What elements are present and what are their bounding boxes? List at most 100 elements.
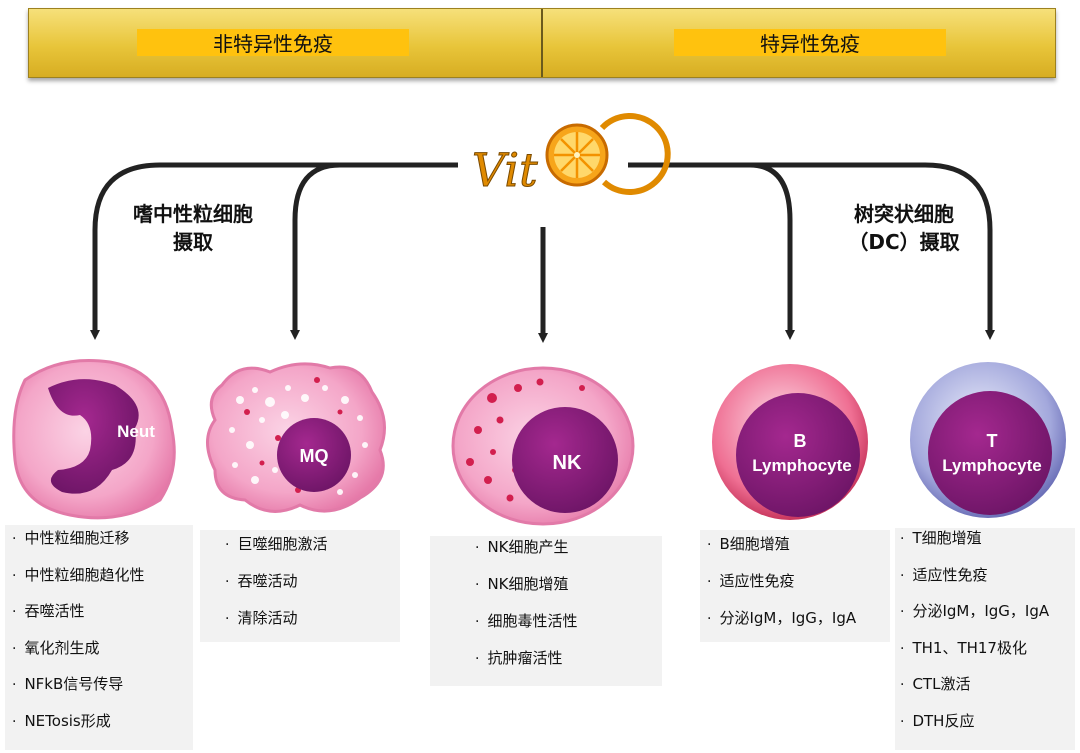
neutrophil-uptake-line2: 摄取: [173, 230, 213, 254]
mq-function-text: 清除活动: [237, 609, 298, 627]
neutrophil-uptake-label: 嗜中性粒细胞 摄取: [108, 200, 278, 258]
arrows: [90, 162, 995, 343]
vitamin-c-logo: Vit: [472, 113, 671, 198]
bullet-icon: ·: [225, 574, 230, 590]
vitamin-c-text: Vit: [472, 143, 538, 197]
neut-label: Neut: [117, 422, 155, 441]
b-lymphocyte-cell: B Lymphocyte: [712, 364, 868, 520]
b-function-text: 适应性免疫: [719, 572, 795, 590]
bullet-icon: ·: [225, 537, 230, 553]
bullet-icon: ·: [12, 640, 17, 657]
t-function-text: 分泌IgM，IgG，IgA: [912, 602, 1050, 620]
neut-function-text: NFkB信号传导: [24, 675, 124, 693]
dc-uptake-label: 树突状细胞 （DC）摄取: [830, 200, 978, 258]
b-function-item: · B细胞增殖: [707, 533, 790, 554]
neut-function-item: · NETosis形成: [12, 710, 111, 731]
t-function-text: T细胞增殖: [912, 529, 982, 547]
t-function-item: · CTL激活: [900, 673, 970, 694]
nk-cell: NK: [451, 366, 635, 526]
neut-function-text: 吞噬活性: [24, 602, 85, 620]
t-function-item: · T细胞增殖: [900, 527, 982, 548]
nk-function-list: [430, 536, 662, 686]
bullet-icon: ·: [475, 577, 480, 593]
neut-function-item: · 中性粒细胞迁移: [12, 527, 129, 548]
t-function-item: · 适应性免疫: [900, 564, 987, 585]
header-divider: [541, 9, 543, 77]
b-function-list: [700, 530, 890, 642]
bullet-icon: ·: [707, 611, 712, 627]
t-function-text: 适应性免疫: [912, 565, 988, 584]
bullet-icon: ·: [900, 531, 905, 547]
orange-slice-icon: [545, 113, 671, 195]
bullet-icon: ·: [12, 677, 17, 693]
bullet-icon: ·: [900, 677, 905, 693]
nk-label: NK: [553, 452, 582, 474]
bullet-icon: ·: [707, 537, 712, 553]
nk-function-item: · NK细胞产生: [475, 536, 569, 557]
mq-function-text: 吞噬活动: [237, 572, 298, 590]
bullet-icon: ·: [900, 640, 905, 657]
bullet-icon: ·: [475, 651, 480, 667]
adaptive-immunity-text: 特异性免疫: [760, 32, 860, 56]
neut-function-text: NETosis形成: [24, 711, 111, 730]
neut-function-list: [5, 525, 193, 750]
bullet-icon: ·: [12, 713, 17, 730]
bullet-icon: ·: [225, 611, 230, 627]
neutrophil-uptake-line1: 嗜中性粒细胞: [133, 202, 253, 226]
b-label-word: Lymphocyte: [752, 456, 852, 475]
nk-function-text: NK细胞产生: [487, 538, 569, 556]
t-function-text: CTL激活: [912, 675, 971, 693]
arrow-to-mq: [290, 162, 341, 340]
b-function-text: B细胞增殖: [719, 535, 790, 553]
neut-function-text: 中性粒细胞趋化性: [24, 565, 145, 584]
t-function-item: · 分泌IgM，IgG，IgA: [900, 600, 1049, 621]
bullet-icon: ·: [475, 540, 480, 556]
mq-function-list: [200, 530, 400, 642]
bullet-icon: ·: [12, 604, 17, 620]
mq-label: MQ: [300, 446, 329, 466]
t-function-text: TH1、TH17极化: [912, 638, 1027, 657]
neut-function-item: · 中性粒细胞趋化性: [12, 564, 144, 585]
mq-function-text: 巨噬细胞激活: [237, 535, 328, 553]
t-function-item: · TH1、TH17极化: [900, 637, 1027, 658]
neut-function-item: · 氧化剂生成: [12, 637, 99, 658]
t-label-letter: T: [987, 431, 998, 451]
mq-function-item: · 清除活动: [225, 607, 297, 628]
innate-immunity-text: 非特异性免疫: [213, 32, 333, 56]
nk-function-text: 细胞毒性活性: [487, 612, 578, 630]
innate-immunity-title: 非特异性免疫: [137, 29, 409, 56]
b-function-text: 分泌IgM，IgG，IgA: [719, 609, 857, 627]
bullet-icon: ·: [900, 567, 905, 584]
bullet-icon: ·: [707, 574, 712, 590]
dc-uptake-line2: （DC）摄取: [848, 230, 960, 254]
macrophage-cell: MQ: [206, 362, 386, 513]
t-function-list: [895, 528, 1075, 750]
neutrophil-cell: Neut: [12, 358, 176, 520]
dc-uptake-line1: 树突状细胞: [854, 202, 954, 226]
t-lymphocyte-cell: T Lymphocyte: [910, 362, 1066, 518]
b-function-item: · 适应性免疫: [707, 570, 794, 591]
nk-function-text: NK细胞增殖: [487, 575, 569, 593]
adaptive-immunity-title: 特异性免疫: [674, 29, 946, 56]
nk-function-item: · NK细胞增殖: [475, 573, 569, 594]
nk-function-text: 抗肿瘤活性: [487, 649, 563, 667]
bullet-icon: ·: [475, 614, 480, 630]
b-label-letter: B: [794, 431, 807, 451]
neut-function-text: 中性粒细胞迁移: [24, 529, 130, 547]
arrow-to-neut: [90, 162, 458, 340]
b-function-item: · 分泌IgM，IgG，IgA: [707, 607, 856, 628]
t-label-word: Lymphocyte: [942, 456, 1042, 475]
t-function-text: DTH反应: [912, 711, 975, 730]
neut-function-text: 氧化剂生成: [24, 638, 100, 657]
bullet-icon: ·: [12, 567, 17, 584]
nk-function-item: · 细胞毒性活性: [475, 610, 577, 631]
bullet-icon: ·: [900, 604, 905, 620]
mq-function-item: · 吞噬活动: [225, 570, 297, 591]
bullet-icon: ·: [900, 713, 905, 730]
nk-function-item: · 抗肿瘤活性: [475, 647, 562, 668]
arrow-to-t: [750, 162, 995, 340]
bullet-icon: ·: [12, 531, 17, 547]
neut-function-item: · 吞噬活性: [12, 600, 84, 621]
arrow-to-b: [628, 162, 795, 340]
